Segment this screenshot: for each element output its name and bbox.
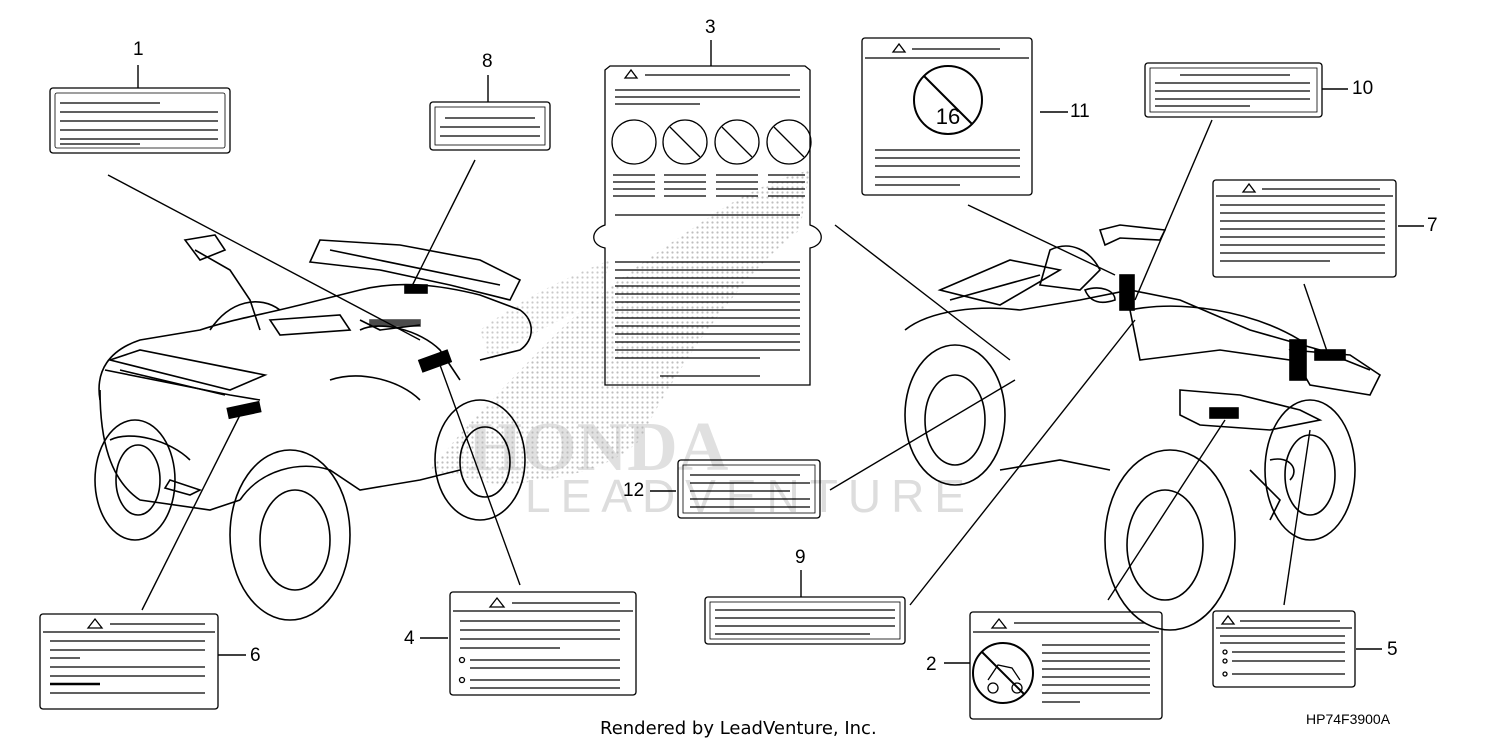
label-8 — [429, 101, 551, 151]
callout-10: 10 — [1352, 78, 1374, 99]
label-10 — [1144, 62, 1323, 118]
atv-front-view — [94, 234, 533, 621]
label-4 — [449, 591, 637, 696]
atv-rear-view — [904, 224, 1382, 631]
callout-8: 8 — [482, 51, 493, 72]
label-11-age-symbol: 16 — [936, 104, 960, 129]
label-3 — [593, 65, 822, 386]
watermark-brand: HONDA — [468, 409, 729, 486]
callout-11: 11 — [1070, 101, 1090, 122]
label-7 — [1212, 179, 1397, 278]
callout-6: 6 — [250, 645, 261, 666]
callout-4: 4 — [404, 628, 415, 649]
label-12 — [677, 459, 821, 519]
label-6 — [39, 613, 219, 710]
callout-3: 3 — [705, 17, 716, 38]
label-5 — [1212, 610, 1356, 688]
label-1 — [49, 87, 231, 154]
watermark-sub: LEADVENTURE — [525, 470, 975, 522]
callout-5: 5 — [1387, 639, 1398, 660]
diagram-code: HP74F3900A — [1306, 711, 1391, 727]
honda-wing-watermark: HONDA LEADVENTURE — [430, 170, 975, 522]
callout-12: 12 — [623, 480, 645, 501]
callout-2: 2 — [926, 654, 937, 675]
callout-1: 1 — [133, 39, 144, 60]
callout-9: 9 — [795, 547, 806, 568]
leader-lines — [107, 40, 1424, 664]
label-9 — [704, 596, 906, 645]
label-11 — [861, 37, 1033, 196]
rendered-by-footer: Rendered by LeadVenture, Inc. — [600, 718, 877, 739]
label-2 — [969, 611, 1163, 720]
callout-7: 7 — [1427, 215, 1438, 236]
